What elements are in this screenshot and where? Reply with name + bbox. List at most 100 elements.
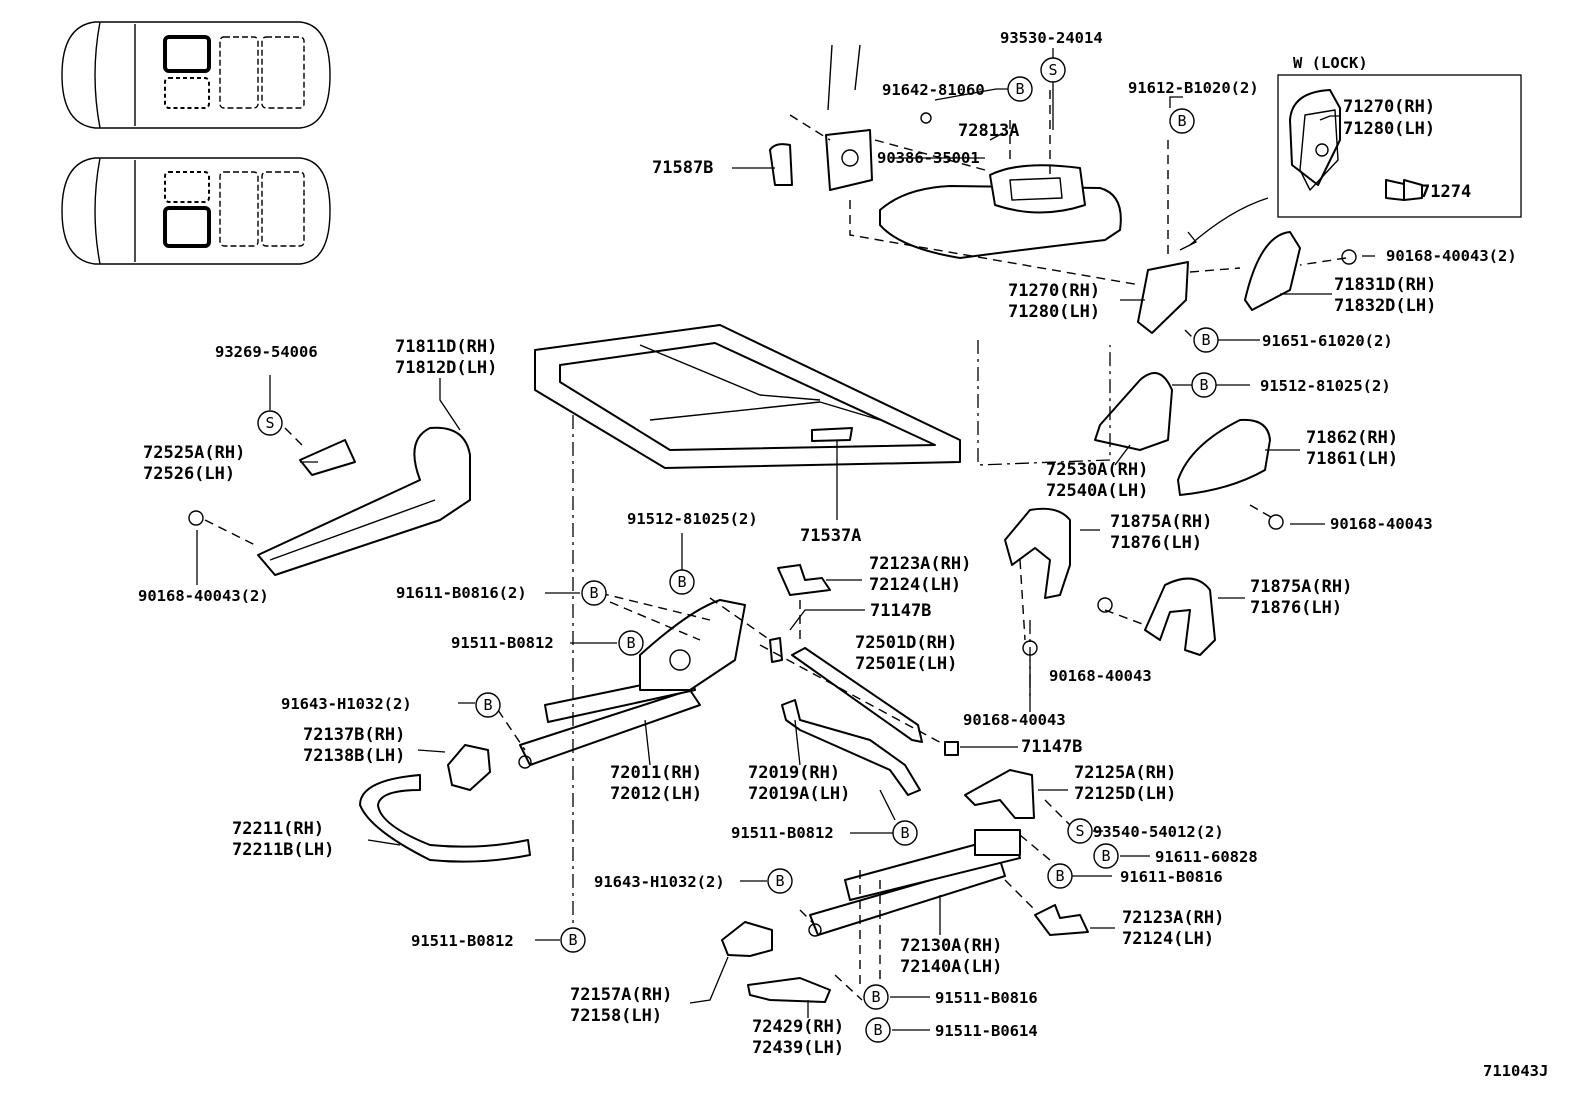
svg-text:B: B xyxy=(871,988,880,1006)
label-91512-81025-right: 91512-81025(2) xyxy=(1260,377,1391,395)
inset-title: W (LOCK) xyxy=(1293,54,1368,72)
cover-71875a-lower xyxy=(1144,577,1216,656)
label-91651-61020: 91651-61020(2) xyxy=(1262,332,1393,350)
svg-text:S: S xyxy=(265,414,274,432)
svg-text:S: S xyxy=(1048,61,1057,79)
label-91612-b1020: 91612-B1020(2) xyxy=(1128,79,1259,97)
label-91511-b0614: 91511-B0614 xyxy=(935,1022,1038,1040)
label-93540-54012: 93540-54012(2) xyxy=(1093,823,1224,841)
label-72137b: 72137B(RH) xyxy=(303,725,405,745)
fastener-symbols: S B B B B S B B B B B S B B B B B B xyxy=(257,57,1219,1043)
label-71274: 71274 xyxy=(1420,182,1471,202)
label-72125d: 72125D(LH) xyxy=(1074,784,1176,804)
label-72501e: 72501E(LH) xyxy=(855,654,957,674)
label-71876-lower: 71876(LH) xyxy=(1250,598,1342,618)
label-71831d: 71831D(RH) xyxy=(1334,275,1436,295)
label-72124-top: 72124(LH) xyxy=(869,575,961,595)
seat-cushion xyxy=(769,44,1122,259)
bolt-symbol-91512-center: B xyxy=(669,569,695,595)
clip-71147b-bottom xyxy=(944,741,959,756)
svg-text:B: B xyxy=(1055,867,1064,885)
part-labels: 93530-24014 91642-81060 72813A 90386-350… xyxy=(138,29,1548,1080)
label-72530a: 72530A(RH) xyxy=(1046,460,1148,480)
svg-text:B: B xyxy=(1201,331,1210,349)
link-72501d xyxy=(791,647,923,743)
stopper-72137b xyxy=(447,744,491,791)
bolt-symbol-91511-c: B xyxy=(560,927,586,953)
seat-track-72130a xyxy=(808,829,1021,937)
label-71862: 71862(RH) xyxy=(1306,428,1398,448)
label-91511-b0816-bottom: 91511-B0816 xyxy=(935,989,1038,1007)
label-91511-b0812-c: 91511-B0812 xyxy=(411,932,514,950)
cover-71862 xyxy=(1177,418,1271,496)
label-72123a-top: 72123A(RH) xyxy=(869,554,971,574)
label-72123a-bottom: 72123A(RH) xyxy=(1122,908,1224,928)
label-72540a: 72540A(LH) xyxy=(1046,481,1148,501)
plate-72429 xyxy=(747,977,831,1003)
label-90168-40043-center: 90168-40043 xyxy=(963,711,1066,729)
cover-71875a-upper xyxy=(1004,507,1071,599)
fasteners xyxy=(188,112,1357,656)
label-71147b-top: 71147B xyxy=(870,601,931,621)
label-72526: 72526(LH) xyxy=(143,464,235,484)
cover-71831d xyxy=(1244,231,1301,311)
bolt-symbol-91612: B xyxy=(1169,108,1195,134)
label-72501d: 72501D(RH) xyxy=(855,633,957,653)
svg-text:B: B xyxy=(900,824,909,842)
label-71812d: 71812D(LH) xyxy=(395,358,497,378)
guide-lines xyxy=(204,90,1347,1001)
label-71875a-upper: 71875A(RH) xyxy=(1110,512,1212,532)
svg-text:B: B xyxy=(568,931,577,949)
seat-track-72011 xyxy=(518,599,746,769)
svg-text:B: B xyxy=(1177,112,1186,130)
screw-symbol-93530: S xyxy=(1040,57,1066,83)
bolt-symbol-91643-a: B xyxy=(475,692,501,718)
bolt-symbol-91651: B xyxy=(1193,327,1219,353)
bracket-71270 xyxy=(1137,261,1189,334)
label-72011: 72011(RH) xyxy=(610,763,702,783)
cap-72525a xyxy=(299,439,356,476)
svg-text:B: B xyxy=(677,573,686,591)
label-72813a: 72813A xyxy=(958,121,1019,141)
vehicle-locator-bottom xyxy=(61,157,331,265)
bolt-symbol-91611-60828: B xyxy=(1093,843,1119,869)
recliner-cover-left xyxy=(257,426,471,576)
bolt-symbol-91512-right: B xyxy=(1191,372,1217,398)
label-71832d: 71832D(LH) xyxy=(1334,296,1436,316)
screw-symbol-93540: S xyxy=(1067,818,1093,844)
label-72211b: 72211B(LH) xyxy=(232,840,334,860)
bolt-symbol-91511-b: B xyxy=(892,820,918,846)
label-72429: 72429(RH) xyxy=(752,1017,844,1037)
bolt-symbol-91643-b: B xyxy=(767,868,793,894)
clip-71147b-top xyxy=(769,637,783,663)
bracket-72123a-top xyxy=(777,564,831,596)
label-90386-35001: 90386-35001 xyxy=(877,149,980,167)
label-71875a-lower: 71875A(RH) xyxy=(1250,577,1352,597)
label-90168-40043-right2: 90168-40043 xyxy=(1049,667,1152,685)
label-91611-b0816: 91611-B0816 xyxy=(1120,868,1223,886)
svg-text:B: B xyxy=(775,872,784,890)
label-72125a: 72125A(RH) xyxy=(1074,763,1176,783)
leader-lines xyxy=(196,48,1375,1031)
label-71270: 71270(RH) xyxy=(1008,281,1100,301)
label-71280-inset: 71280(LH) xyxy=(1343,119,1435,139)
bolt-symbol-91511-b0614: B xyxy=(865,1017,891,1043)
label-72130a: 72130A(RH) xyxy=(900,936,1002,956)
diagram-id: 711043J xyxy=(1483,1062,1548,1080)
svg-text:B: B xyxy=(873,1021,882,1039)
bolt-symbol-91642: B xyxy=(1007,76,1033,102)
svg-text:B: B xyxy=(626,634,635,652)
label-71147b-bottom: 71147B xyxy=(1021,737,1082,757)
label-91512-81025-center: 91512-81025(2) xyxy=(627,510,758,528)
bracket-72123a-bottom xyxy=(1034,904,1089,936)
label-71876-upper: 71876(LH) xyxy=(1110,533,1202,553)
seat-frame xyxy=(534,324,961,469)
svg-text:B: B xyxy=(1101,847,1110,865)
label-71537a: 71537A xyxy=(800,526,861,546)
label-72525a: 72525A(RH) xyxy=(143,443,245,463)
label-72019: 72019(RH) xyxy=(748,763,840,783)
label-71861: 71861(LH) xyxy=(1306,449,1398,469)
label-90168-40043-2-top: 90168-40043(2) xyxy=(1386,247,1517,265)
label-71270-inset: 71270(RH) xyxy=(1343,97,1435,117)
cap-71587b xyxy=(1403,179,1423,201)
